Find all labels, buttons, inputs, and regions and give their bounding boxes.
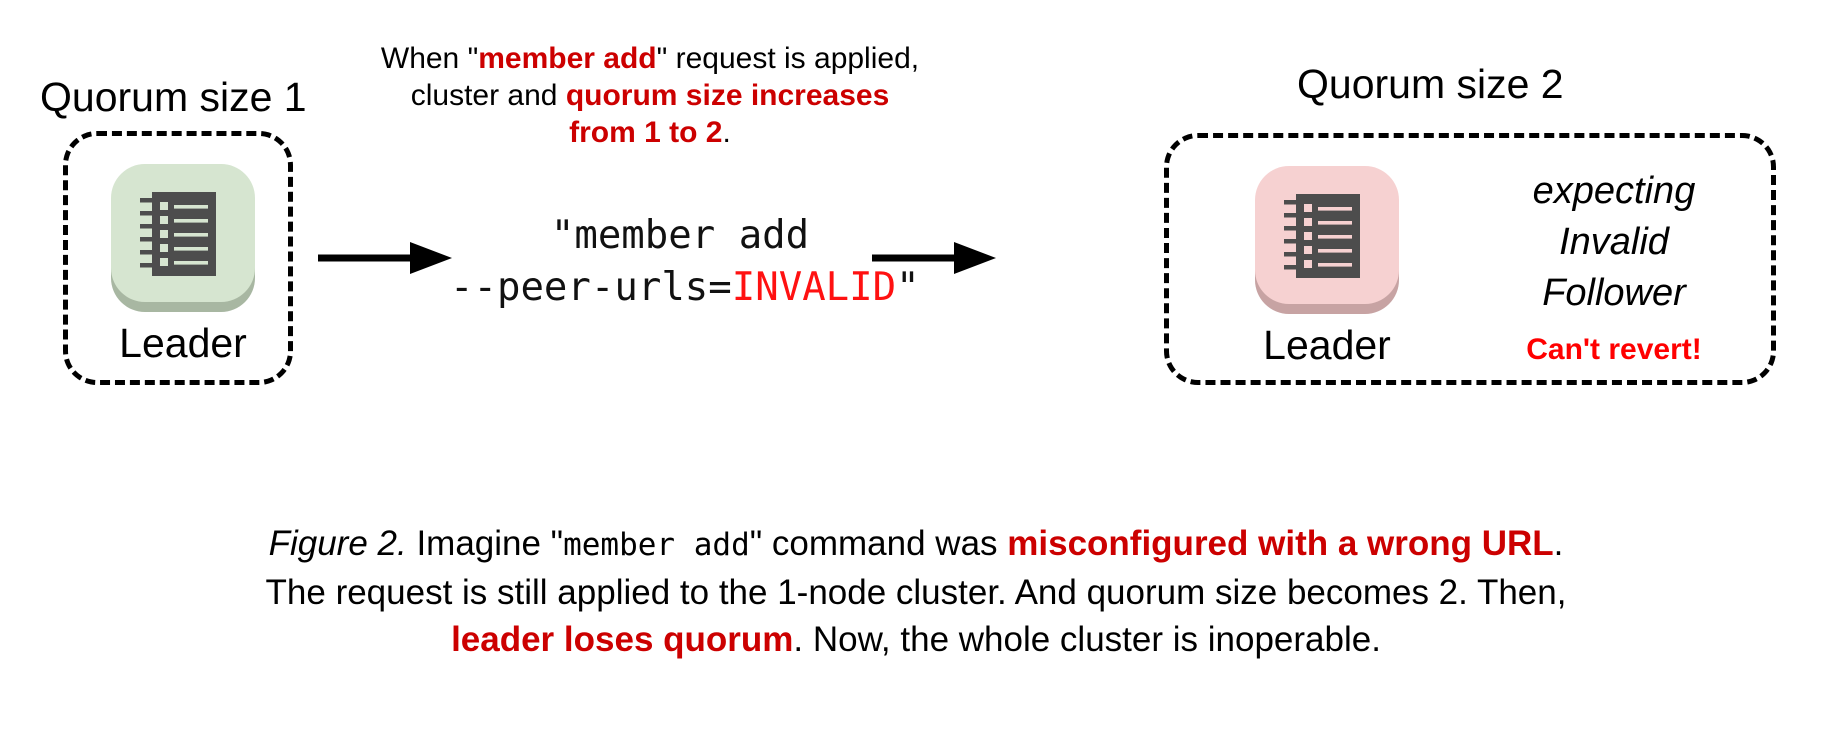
- command-text: "member add --peer-urls=INVALID": [450, 210, 920, 314]
- command-line-1: "member add: [550, 213, 810, 258]
- top-note-line-2: cluster and quorum size increases: [330, 77, 970, 114]
- left-node-box: Leader: [63, 131, 293, 385]
- top-note-line-3: from 1 to 2.: [330, 114, 970, 151]
- command-flag: --peer-urls=: [450, 265, 732, 310]
- cant-revert-warning: Can't revert!: [1526, 333, 1702, 366]
- caption-p1: Imagine ": [406, 524, 564, 563]
- left-node-icon: [107, 160, 259, 312]
- caption-highlight-misconfigured: misconfigured with a wrong URL: [1007, 524, 1554, 563]
- caption-p2: " command was: [749, 524, 1008, 563]
- top-note-from-1-to-2: from 1 to 2: [569, 116, 723, 149]
- right-node-label: Leader: [1263, 322, 1391, 368]
- top-note-line-1: When "member add" request is applied,: [330, 40, 970, 77]
- top-annotation-note: When "member add" request is applied, cl…: [330, 40, 970, 151]
- arrow-right-icon: [318, 242, 452, 274]
- caption-line-3: leader loses quorum. Now, the whole clus…: [40, 616, 1792, 663]
- left-node-label: Leader: [119, 320, 247, 366]
- top-note-line3-period: .: [722, 116, 731, 149]
- notebook-icon: [140, 192, 216, 276]
- right-node-icon: [1251, 162, 1403, 314]
- status-line-2: Invalid: [1559, 221, 1669, 263]
- right-node-box: Leader expecting Invalid Follower Can't …: [1164, 133, 1776, 385]
- right-status-text: expecting Invalid Follower: [1469, 166, 1759, 319]
- figure-number: Figure 2.: [268, 524, 407, 563]
- top-note-line2-a: cluster and: [410, 79, 566, 112]
- caption-mono-command: member add: [563, 527, 750, 563]
- notebook-icon: [1284, 194, 1360, 278]
- top-note-line1-c: " request is applied,: [656, 42, 920, 75]
- command-close-quote: ": [896, 265, 920, 310]
- status-line-1: expecting: [1532, 170, 1696, 212]
- figure-caption: Figure 2. Imagine "member add" command w…: [40, 520, 1792, 663]
- top-note-quorum-increase: quorum size increases: [565, 79, 890, 112]
- top-note-member-add: member add: [478, 42, 657, 75]
- left-quorum-heading: Quorum size 1: [40, 74, 307, 120]
- caption-p4: . Now, the whole cluster is inoperable.: [793, 620, 1381, 659]
- command-line-2: --peer-urls=INVALID": [450, 262, 920, 314]
- caption-line-2: The request is still applied to the 1-no…: [265, 573, 1567, 612]
- top-note-line1-a: When ": [380, 42, 479, 75]
- status-line-3: Follower: [1542, 272, 1686, 314]
- caption-line-1: Figure 2. Imagine "member add" command w…: [40, 520, 1792, 569]
- command-invalid-value: INVALID: [731, 265, 897, 310]
- caption-p3: .: [1553, 524, 1564, 563]
- right-quorum-heading: Quorum size 2: [1297, 61, 1564, 107]
- arrow-right-icon: [872, 242, 996, 274]
- caption-highlight-loses-quorum: leader loses quorum: [451, 620, 794, 659]
